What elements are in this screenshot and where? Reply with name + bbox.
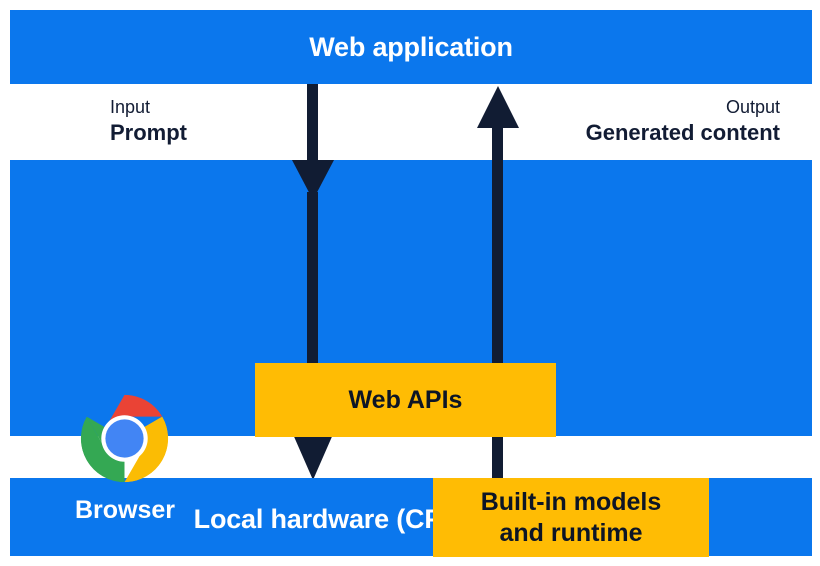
box-web-apis: Web APIs: [255, 363, 556, 437]
flow-label-output-value: Generated content: [585, 120, 780, 146]
flow-label-input-value: Prompt: [110, 120, 187, 146]
box-builtin-models: Built-in models and runtime: [433, 478, 709, 557]
flow-label-input: Input Prompt: [110, 96, 187, 147]
flow-label-output: Output Generated content: [586, 96, 780, 147]
band-web-application: Web application: [10, 10, 812, 84]
chrome-logo-icon: [80, 394, 169, 483]
flow-label-output-kicker: Output: [725, 97, 780, 117]
arrow-up-icon: [477, 86, 519, 482]
flow-label-input-kicker: Input: [110, 97, 151, 117]
band-web-application-label: Web application: [309, 32, 513, 62]
box-web-apis-label: Web APIs: [348, 385, 463, 414]
arrow-down-icon: [292, 82, 334, 480]
box-builtin-models-label: Built-in models and runtime: [480, 488, 662, 547]
band-browser-label: Browser: [74, 496, 176, 524]
